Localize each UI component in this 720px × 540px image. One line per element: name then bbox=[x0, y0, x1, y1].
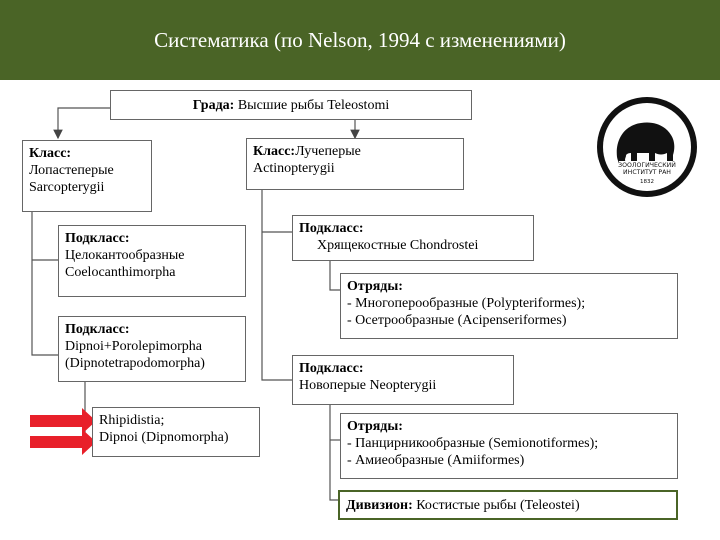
coelacanthimorpha-label: Подкласс: bbox=[65, 231, 130, 246]
coelacanthimorpha-name-ru: Целокантообразные bbox=[65, 248, 185, 263]
node-rhipidistia: Rhipidistia; Dipnoi (Dipnomorpha) bbox=[92, 407, 260, 457]
neopterygii-label: Подкласс: bbox=[299, 361, 364, 376]
sarcopterygii-label: Класс: bbox=[29, 146, 72, 161]
sarcopterygii-name-ru: Лопастеперые bbox=[29, 163, 114, 178]
rhipidistia-name: Rhipidistia; bbox=[99, 413, 165, 428]
dipnotetrapodomorpha-name: Dipnoi+Porolepimorpha bbox=[65, 339, 202, 354]
neopterygii-name: Новоперые Neopterygii bbox=[299, 378, 437, 393]
edge-grada-sarcopterygii bbox=[53, 107, 110, 140]
grada-label: Града: bbox=[192, 98, 235, 113]
edge-actino-spine bbox=[261, 190, 292, 381]
order-acipenseriformes: - Осетрообразные (Acipenseriformes) bbox=[347, 313, 567, 328]
title-bar: Систематика (по Nelson, 1994 с изменения… bbox=[0, 0, 720, 80]
mammoth-seal-icon: ЗООЛОГИЧЕСКИЙ ИНСТИТУТ РАН 1832 bbox=[597, 97, 697, 197]
page-title: Систематика (по Nelson, 1994 с изменения… bbox=[154, 27, 566, 52]
node-chondrostei-orders: Отряды: - Многоперообразные (Polypterifo… bbox=[340, 273, 678, 339]
chondrostei-label: Подкласс: bbox=[299, 221, 364, 236]
node-neopterygii: Подкласс: Новоперые Neopterygii bbox=[292, 355, 514, 405]
node-actinopterygii: Класс:Лучеперые Actinopterygii bbox=[246, 138, 464, 190]
dipnomorpha-name: Dipnoi (Dipnomorpha) bbox=[99, 430, 229, 445]
actinopterygii-name-lat: Actinopterygii bbox=[253, 161, 335, 176]
sarcopterygii-name-lat: Sarcopterygii bbox=[29, 180, 105, 195]
neopterygii-orders-label: Отряды: bbox=[347, 419, 403, 434]
order-amiiformes: - Амиеобразные (Amiiformes) bbox=[347, 453, 525, 468]
dipnotetrapodomorpha-label: Подкласс: bbox=[65, 322, 130, 337]
teleostei-name: Костистые рыбы (Teleostei) bbox=[412, 498, 580, 513]
chondrostei-orders-label: Отряды: bbox=[347, 279, 403, 294]
dipnotetrapodomorpha-name-lat: (Dipnotetrapodomorpha) bbox=[65, 356, 205, 371]
node-coelacanthimorpha: Подкласс: Целокантообразные Coelocanthim… bbox=[58, 225, 246, 297]
logo-text-line2: ИНСТИТУТ РАН bbox=[623, 169, 671, 176]
red-arrow-lower bbox=[30, 429, 96, 455]
edge-chondrostei-orders bbox=[329, 258, 340, 291]
actinopterygii-label: Класс: bbox=[253, 144, 296, 159]
node-teleostei: Дивизион: Костистые рыбы (Teleostei) bbox=[338, 490, 678, 520]
red-arrow-upper bbox=[30, 408, 96, 434]
node-sarcopterygii: Класс: Лопастеперые Sarcopterygii bbox=[22, 140, 152, 212]
logo-year: 1832 bbox=[640, 179, 654, 185]
order-semionotiformes: - Панцирникообразные (Semionotiformes); bbox=[347, 436, 599, 451]
node-neopterygii-orders: Отряды: - Панцирникообразные (Semionotif… bbox=[340, 413, 678, 479]
chondrostei-name: Хрящекостные Chondrostei bbox=[317, 238, 479, 253]
teleostei-label: Дивизион: bbox=[346, 498, 413, 513]
logo-text-line1: ЗООЛОГИЧЕСКИЙ bbox=[618, 160, 676, 169]
node-chondrostei: Подкласс: Хрящекостные Chondrostei bbox=[292, 215, 534, 261]
node-dipnotetrapodomorpha: Подкласс: Dipnoi+Porolepimorpha (Dipnote… bbox=[58, 316, 246, 382]
grada-text: Высшие рыбы Teleostomi bbox=[234, 98, 390, 113]
edge-neopterygii-orders bbox=[329, 405, 338, 501]
node-grada: Града: Высшие рыбы Teleostomi bbox=[110, 90, 472, 120]
edge-sarcopterygii-spine bbox=[31, 212, 58, 356]
coelacanthimorpha-name-lat: Coelocanthimorpha bbox=[65, 265, 176, 280]
highlight-arrows bbox=[30, 408, 96, 455]
actinopterygii-name-ru: Лучеперые bbox=[295, 144, 361, 159]
order-polypteriformes: - Многоперообразные (Polypteriformes); bbox=[347, 296, 586, 311]
